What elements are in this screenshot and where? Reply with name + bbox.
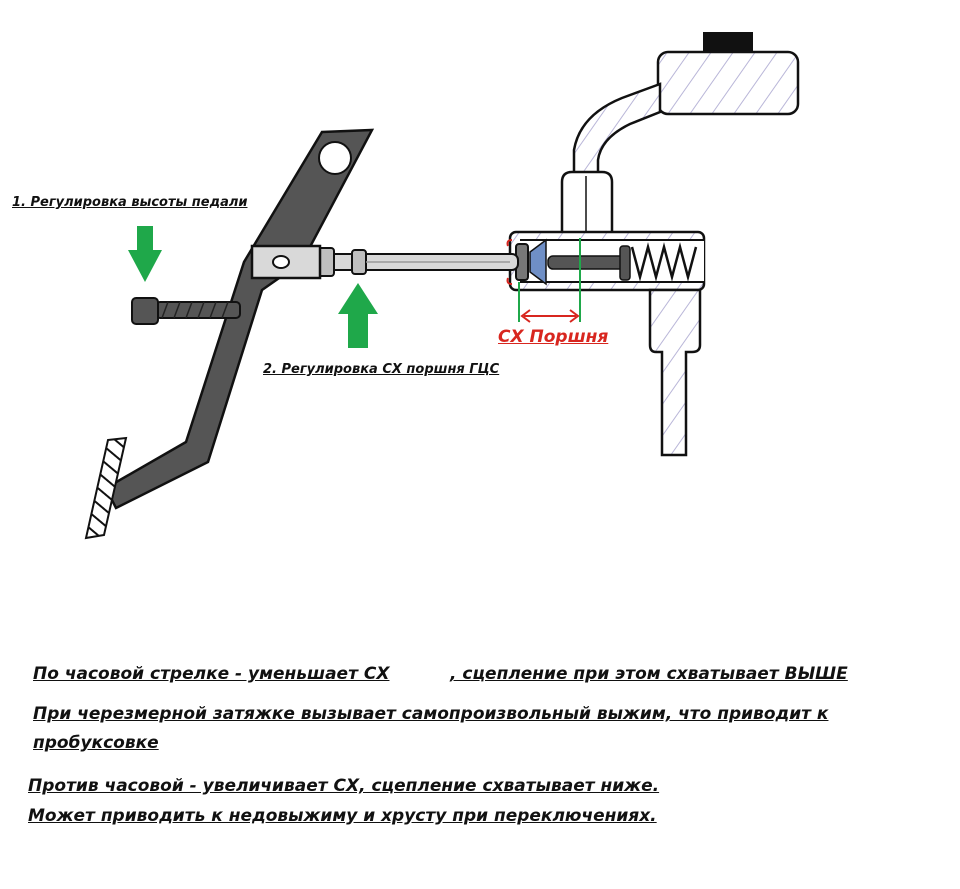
note-counterclockwise-1: Против часовой - увеличивает СХ, сцеплен…: [28, 776, 660, 796]
pedal-clevis: [250, 244, 322, 280]
pedal-pad: [84, 436, 128, 540]
rod-end: [619, 245, 631, 281]
note-clockwise-2: , сцепление при этом схватывает ВЫШЕ: [450, 664, 848, 684]
note-overtighten-2: пробуксовке: [33, 733, 159, 753]
outlet-pipe: [648, 288, 702, 457]
arrow-pedal-height: [128, 226, 162, 282]
push-rod: [317, 247, 519, 277]
hose-fitting: [560, 170, 614, 232]
pedal-stop-bolt: [131, 297, 241, 325]
label-piston-travel: 2. Регулировка СХ поршня ГЦС: [263, 362, 500, 377]
note-counterclockwise-2: Может приводить к недовыжиму и хрусту пр…: [28, 806, 657, 826]
piston-rod: [547, 255, 627, 270]
supply-hose: [572, 82, 662, 182]
pedal-lever: [104, 128, 375, 510]
pivot-hole: [318, 141, 352, 175]
arrow-piston-adjust: [338, 283, 378, 348]
label-piston-free-travel: СХ Поршня: [498, 327, 609, 347]
travel-measure-arrow: [520, 309, 580, 323]
label-pedal-height: 1. Регулировка высоты педали: [12, 195, 248, 210]
fluid-reservoir: [656, 32, 800, 116]
note-overtighten-1: При черезмерной затяжке вызывает самопро…: [33, 704, 829, 724]
piston-seal: [529, 238, 547, 286]
note-clockwise-1: По часовой стрелке - уменьшает СХ: [33, 664, 390, 684]
return-spring: [630, 242, 698, 282]
